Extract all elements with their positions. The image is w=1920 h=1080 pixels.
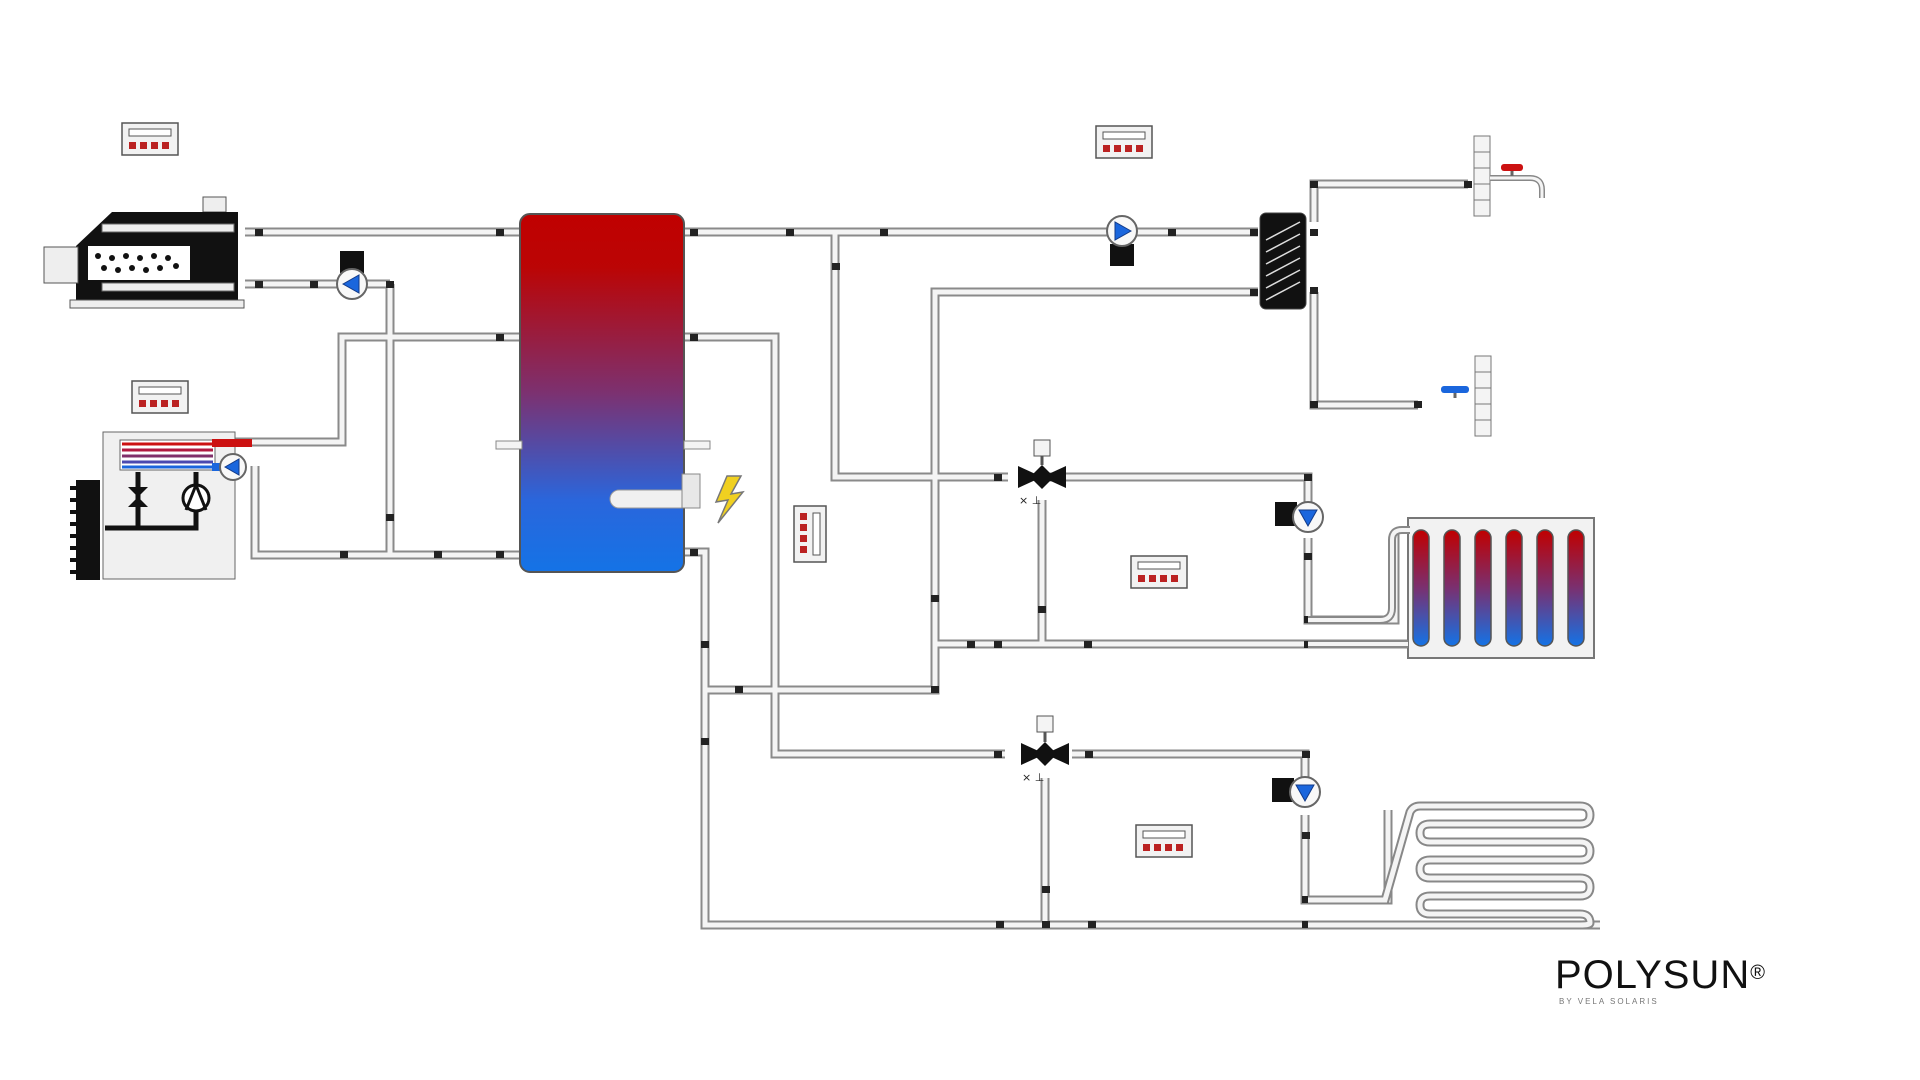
pipe-connectors [255, 181, 1472, 928]
registered-mark: ® [1750, 962, 1766, 984]
pump-icon [1114, 221, 1133, 241]
brand-subtitle: BY VELA SOLARIS [1559, 997, 1659, 1006]
pump-heat-pump-circuit[interactable] [219, 453, 247, 481]
brand-logo: POLYSUN® BY VELA SOLARIS [1555, 955, 1766, 1006]
brand-name: POLYSUN [1555, 953, 1751, 997]
pump-icon [1298, 509, 1318, 528]
storage-tank[interactable] [495, 213, 711, 573]
boiler[interactable] [43, 196, 245, 309]
mixing-valve-radiator[interactable]: × ⊥ [1018, 439, 1066, 507]
controller-tank[interactable] [793, 505, 827, 563]
lightning-icon [714, 475, 745, 524]
radiator[interactable] [1308, 517, 1595, 659]
pump-icon [1295, 784, 1315, 803]
svg-text:× ⊥: × ⊥ [1022, 771, 1044, 784]
controller-radiator[interactable] [1130, 555, 1188, 589]
pump-floor-circuit[interactable] [1272, 776, 1321, 808]
mixing-valve-floor[interactable]: × ⊥ [1021, 715, 1069, 784]
svg-text:× ⊥: × ⊥ [1019, 494, 1041, 507]
hot-tap-icon [1501, 164, 1523, 171]
controller-boiler[interactable] [121, 122, 179, 156]
cold-tap-icon [1441, 386, 1469, 393]
cold-water-inlet[interactable] [1441, 355, 1492, 437]
heat-pump[interactable] [70, 431, 252, 580]
pump-icon [223, 458, 240, 476]
controller-floor[interactable] [1135, 824, 1193, 858]
floor-heating[interactable] [1308, 801, 1595, 930]
controller-dhw[interactable] [1095, 125, 1153, 159]
hot-water-tap[interactable] [1473, 135, 1545, 217]
pump-icon [341, 274, 360, 294]
controller-heat-pump[interactable] [131, 380, 189, 414]
pump-dhw-circuit[interactable] [1106, 215, 1138, 266]
pump-boiler-circuit[interactable] [336, 251, 368, 300]
electric-heater[interactable] [609, 473, 745, 524]
pump-radiator-circuit[interactable] [1275, 501, 1324, 533]
fresh-water-heat-exchanger[interactable] [1259, 212, 1307, 310]
